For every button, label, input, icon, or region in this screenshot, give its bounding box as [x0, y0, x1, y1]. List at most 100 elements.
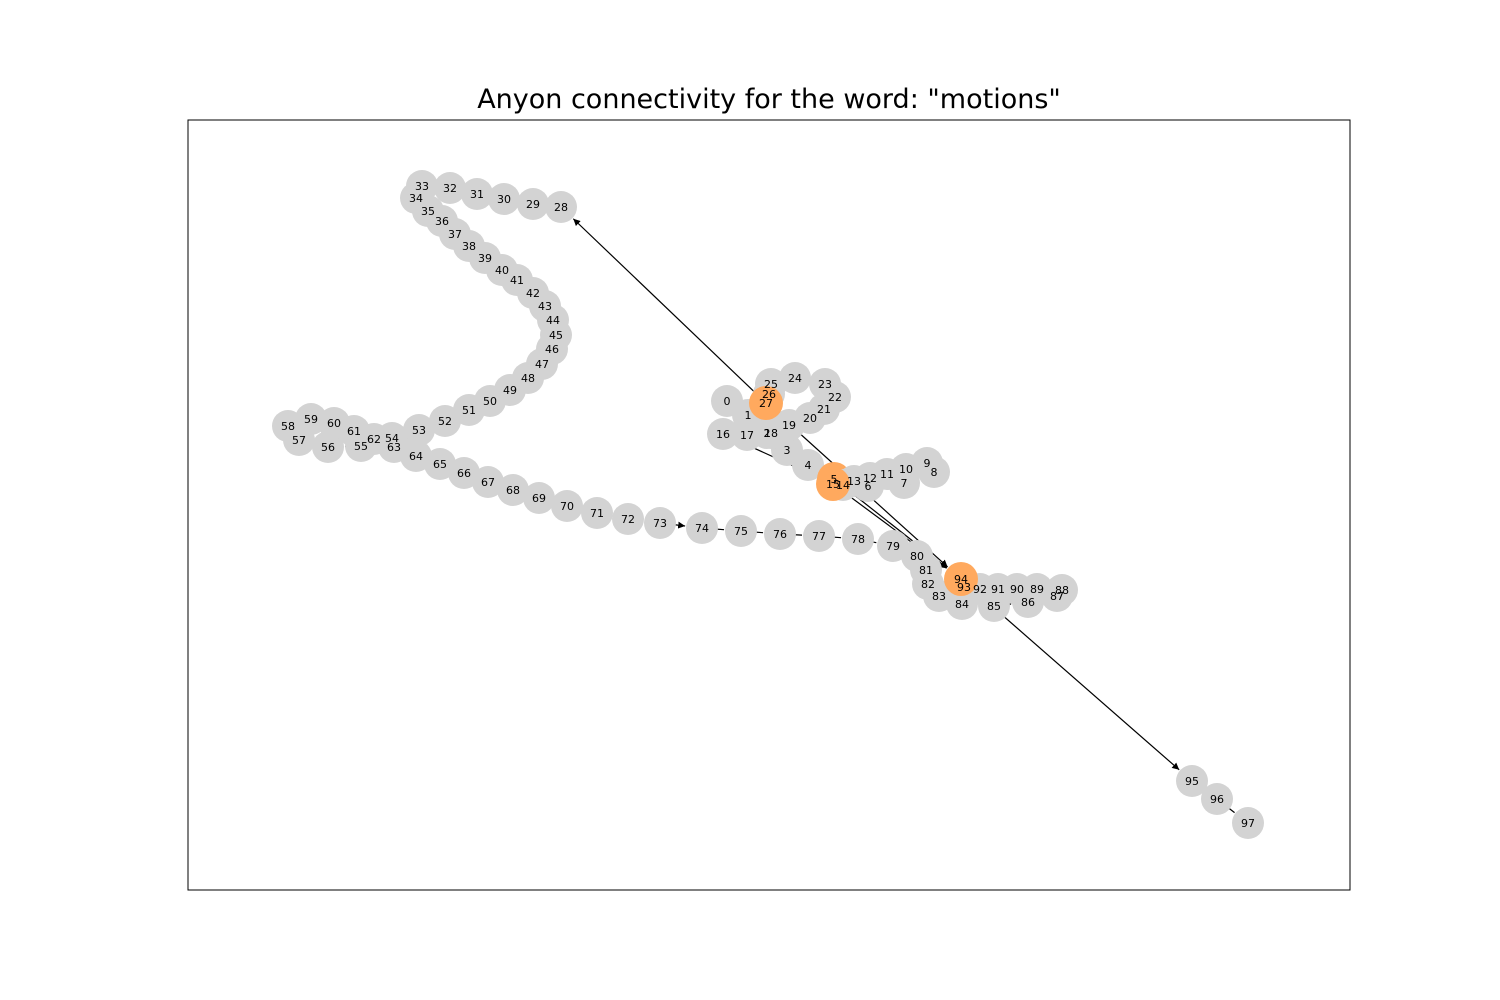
node-label-56: 56	[321, 441, 335, 454]
node-label-24: 24	[788, 372, 802, 385]
node-label-47: 47	[535, 358, 549, 371]
node-23	[809, 368, 841, 400]
node-label-75: 75	[734, 525, 748, 538]
node-label-10: 10	[899, 463, 913, 476]
node-label-80: 80	[910, 550, 924, 563]
node-label-72: 72	[621, 513, 635, 526]
node-label-28: 28	[554, 201, 568, 214]
node-label-73: 73	[653, 517, 667, 530]
node-label-94: 94	[954, 573, 968, 586]
node-label-88: 88	[1055, 584, 1069, 597]
node-label-33: 33	[415, 180, 429, 193]
node-label-71: 71	[590, 507, 604, 520]
node-label-40: 40	[495, 264, 509, 277]
node-31	[461, 178, 493, 210]
node-label-97: 97	[1241, 817, 1255, 830]
node-30	[488, 183, 520, 215]
node-label-36: 36	[435, 215, 449, 228]
node-label-65: 65	[433, 458, 447, 471]
node-24	[779, 362, 811, 394]
node-label-34: 34	[409, 192, 423, 205]
node-label-2: 2	[764, 427, 771, 440]
node-label-67: 67	[481, 476, 495, 489]
plot-frame	[187, 119, 1351, 891]
node-label-81: 81	[919, 564, 933, 577]
node-79	[877, 530, 909, 562]
node-label-70: 70	[560, 500, 574, 513]
node-70	[551, 490, 583, 522]
node-label-69: 69	[532, 492, 546, 505]
node-label-21: 21	[817, 403, 831, 416]
node-label-7: 7	[901, 477, 908, 490]
node-label-61: 61	[347, 425, 361, 438]
node-label-55: 55	[354, 440, 368, 453]
node-label-18: 18	[764, 427, 778, 440]
node-label-60: 60	[327, 417, 341, 430]
node-label-79: 79	[886, 540, 900, 553]
node-label-96: 96	[1210, 793, 1224, 806]
node-label-49: 49	[503, 384, 517, 397]
node-label-52: 52	[438, 415, 452, 428]
node-label-25: 25	[764, 378, 778, 391]
node-label-26: 26	[762, 388, 776, 401]
node-17	[731, 419, 763, 451]
node-label-86: 86	[1021, 596, 1035, 609]
node-52	[429, 405, 461, 437]
node-label-53: 53	[412, 424, 426, 437]
node-88	[1046, 574, 1078, 606]
node-label-15: 15	[826, 478, 840, 491]
node-label-20: 20	[803, 412, 817, 425]
node-label-46: 46	[545, 343, 559, 356]
node-label-37: 37	[448, 228, 462, 241]
node-label-1: 1	[745, 409, 752, 422]
node-label-62: 62	[367, 433, 381, 446]
node-label-41: 41	[510, 274, 524, 287]
node-label-89: 89	[1030, 583, 1044, 596]
node-75	[725, 515, 757, 547]
node-label-95: 95	[1185, 775, 1199, 788]
node-label-78: 78	[851, 533, 865, 546]
node-label-59: 59	[304, 413, 318, 426]
node-4	[792, 449, 824, 481]
node-label-77: 77	[812, 530, 826, 543]
node-65	[424, 448, 456, 480]
node-label-30: 30	[497, 193, 511, 206]
node-77	[803, 520, 835, 552]
node-76	[764, 518, 796, 550]
node-label-38: 38	[462, 240, 476, 253]
node-label-3: 3	[784, 444, 791, 457]
node-label-14: 14	[836, 479, 850, 492]
node-label-39: 39	[478, 252, 492, 265]
node-label-42: 42	[526, 287, 540, 300]
node-label-6: 6	[865, 480, 872, 493]
node-label-68: 68	[506, 484, 520, 497]
node-71	[581, 497, 613, 529]
node-label-82: 82	[921, 578, 935, 591]
node-label-32: 32	[443, 182, 457, 195]
node-label-87: 87	[1050, 590, 1064, 603]
node-label-63: 63	[387, 441, 401, 454]
node-label-48: 48	[521, 372, 535, 385]
node-label-43: 43	[538, 300, 552, 313]
chart-title: Anyon connectivity for the word: "motion…	[477, 84, 1061, 115]
node-16	[707, 418, 739, 450]
node-label-19: 19	[782, 419, 796, 432]
node-28	[545, 191, 577, 223]
node-label-8: 8	[931, 466, 938, 479]
node-label-35: 35	[421, 205, 435, 218]
node-label-91: 91	[991, 583, 1005, 596]
node-label-84: 84	[955, 598, 969, 611]
node-label-27: 27	[759, 397, 773, 410]
node-label-74: 74	[695, 522, 709, 535]
node-15	[816, 467, 850, 501]
node-label-17: 17	[740, 429, 754, 442]
node-96	[1201, 783, 1233, 815]
node-label-12: 12	[863, 472, 877, 485]
node-label-31: 31	[470, 188, 484, 201]
node-66	[448, 457, 480, 489]
node-label-29: 29	[526, 198, 540, 211]
node-72	[612, 503, 644, 535]
node-29	[517, 188, 549, 220]
